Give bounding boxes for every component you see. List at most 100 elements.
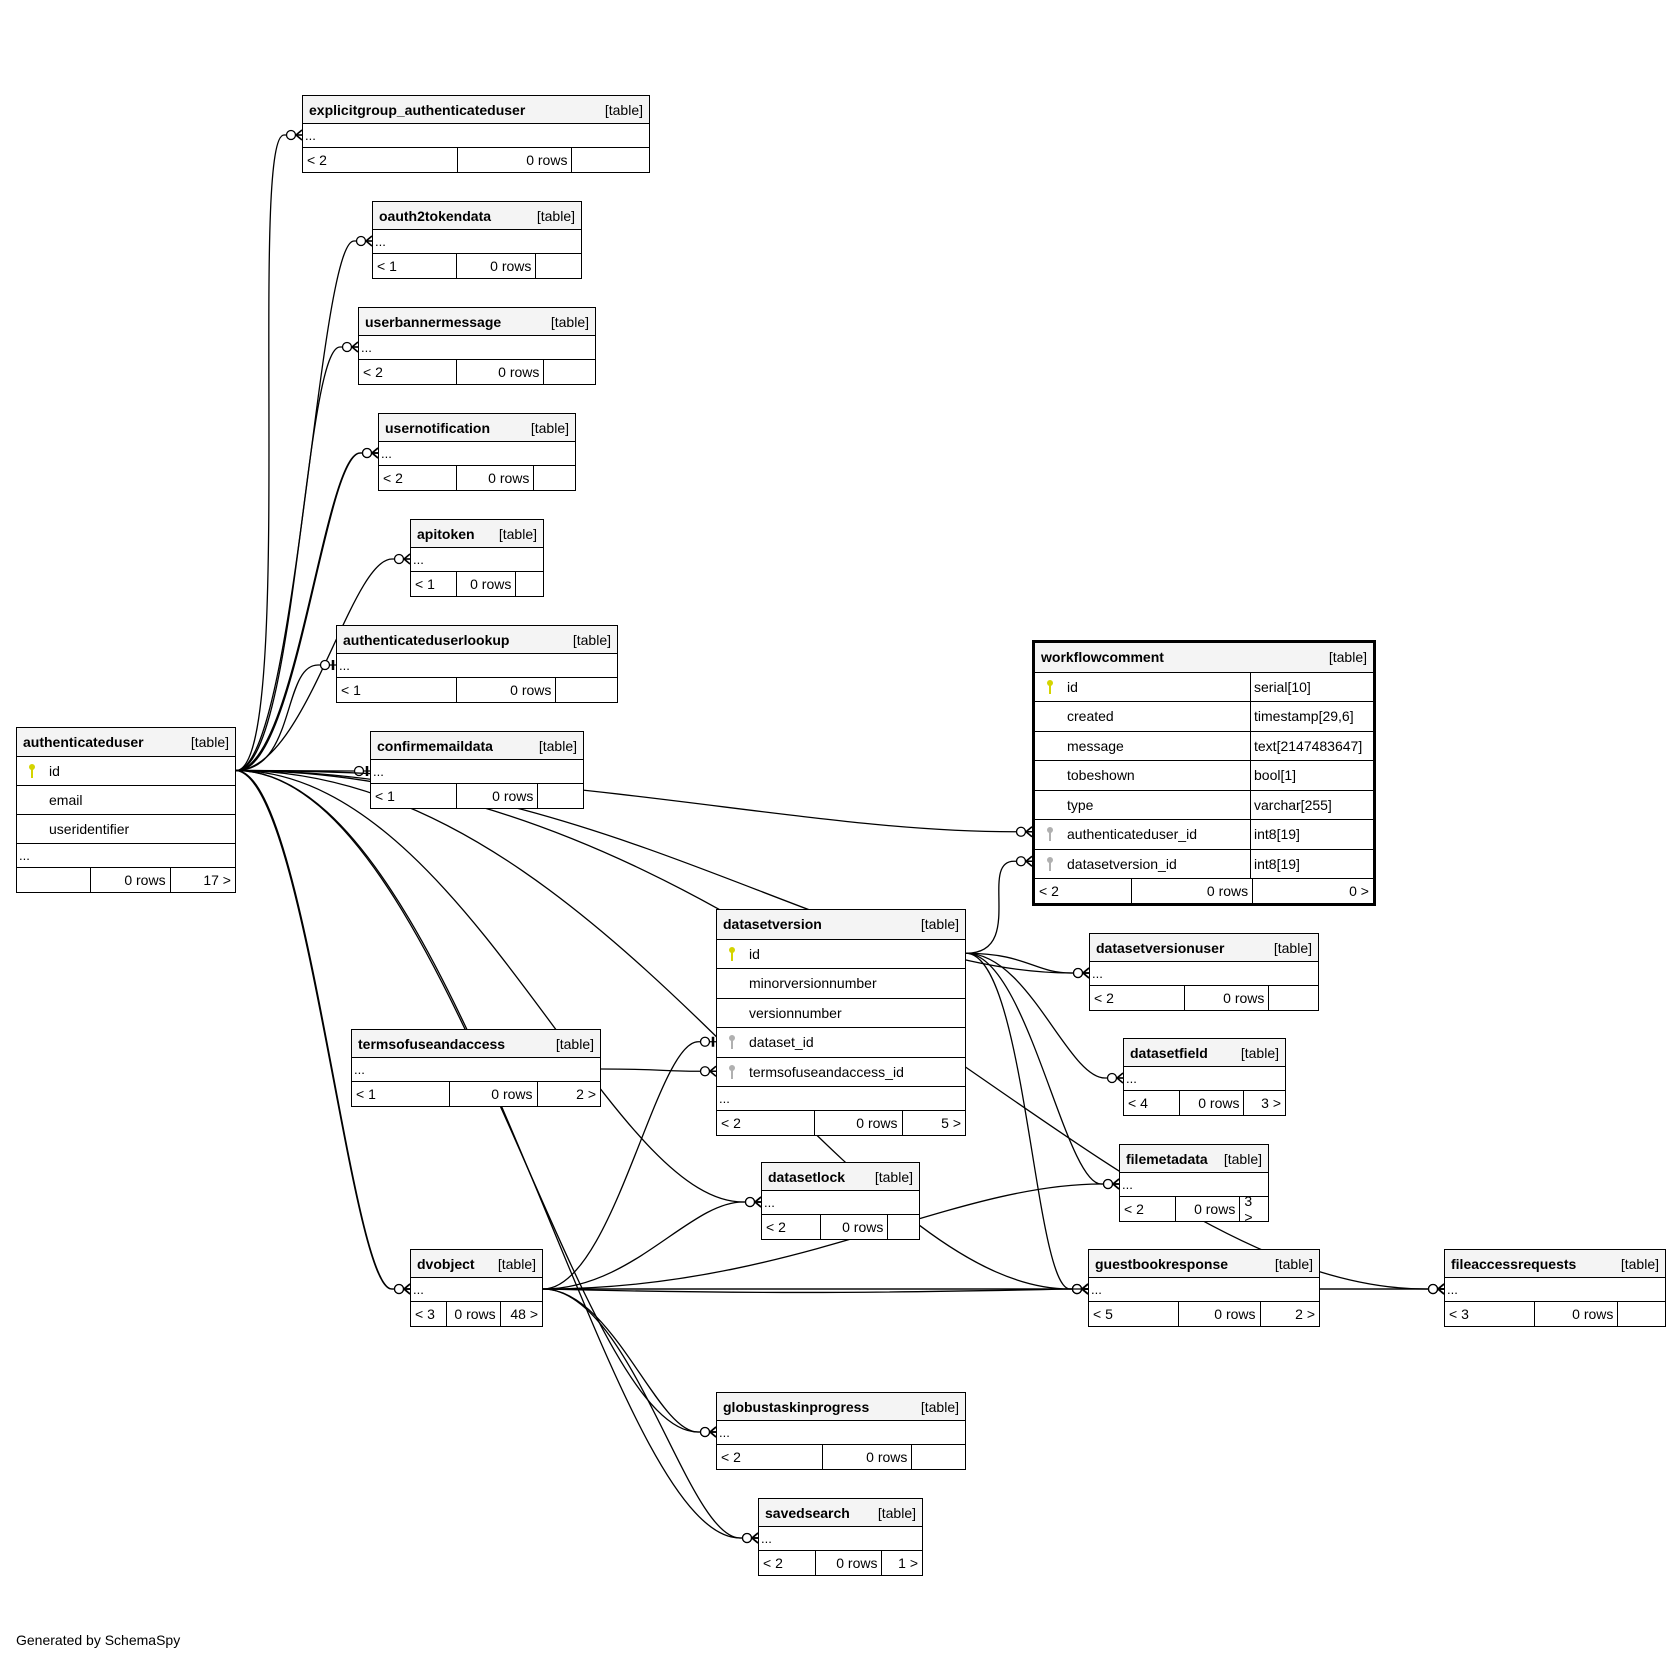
children-count[interactable]: 2 > (536, 1082, 601, 1106)
more-columns-row[interactable]: ... (411, 1278, 542, 1302)
table-name[interactable]: globustaskinprogress (723, 1398, 870, 1415)
children-count[interactable] (537, 784, 583, 808)
more-columns-row[interactable]: ... (352, 1058, 600, 1082)
table-name[interactable]: guestbookresponse (1095, 1255, 1229, 1272)
parents-count[interactable]: < 2 (721, 1115, 741, 1131)
column-row[interactable]: email (17, 786, 235, 815)
more-columns-row[interactable]: ... (379, 442, 575, 466)
table-explicitgroup_authenticateduser[interactable]: explicitgroup_authenticateduser[table]..… (302, 95, 650, 173)
table-name[interactable]: authenticateduser (23, 734, 144, 750)
parents-count[interactable]: < 5 (1093, 1306, 1113, 1322)
table-name[interactable]: fileaccessrequests (1451, 1255, 1577, 1272)
parents-count[interactable]: < 2 (1039, 883, 1059, 899)
more-columns-row[interactable]: ... (373, 230, 581, 254)
table-name[interactable]: confirmemaildata (377, 737, 493, 754)
table-name[interactable]: datasetlock (768, 1168, 846, 1185)
more-columns-row[interactable]: ... (17, 844, 235, 868)
children-count[interactable]: 3 > (1239, 1193, 1268, 1225)
parents-count[interactable]: < 1 (377, 258, 397, 274)
table-name[interactable]: explicitgroup_authenticateduser (309, 101, 526, 118)
more-columns-row[interactable]: ... (371, 760, 583, 784)
more-columns-row[interactable]: ... (1090, 962, 1318, 986)
table-name[interactable]: userbannermessage (365, 313, 502, 330)
table-name[interactable]: dvobject (417, 1255, 475, 1272)
children-count[interactable] (1268, 986, 1318, 1010)
more-columns-row[interactable]: ... (303, 124, 649, 148)
children-count[interactable] (571, 148, 649, 172)
column-row[interactable]: id (17, 757, 235, 786)
more-columns-row[interactable]: ... (762, 1191, 919, 1215)
children-count[interactable]: 0 > (1252, 879, 1373, 903)
column-row[interactable]: useridentifier (17, 815, 235, 844)
more-columns-row[interactable]: ... (1089, 1278, 1319, 1302)
column-row[interactable]: minorversionnumber (717, 969, 965, 999)
children-count[interactable] (555, 678, 617, 702)
parents-count[interactable]: < 3 (415, 1306, 435, 1322)
more-columns-row[interactable]: ... (1124, 1067, 1285, 1091)
more-columns-row[interactable]: ... (1445, 1278, 1665, 1302)
more-columns-row[interactable]: ... (359, 336, 595, 360)
parents-count[interactable]: < 2 (383, 470, 403, 486)
children-count[interactable] (1617, 1302, 1665, 1326)
table-name[interactable]: termsofuseandaccess (358, 1035, 506, 1052)
children-count[interactable]: 48 > (499, 1302, 542, 1326)
more-columns-row[interactable]: ... (759, 1527, 922, 1551)
parents-count[interactable]: < 2 (1124, 1201, 1144, 1217)
table-name[interactable]: apitoken (417, 525, 475, 542)
table-name[interactable]: usernotification (385, 419, 491, 436)
table-name[interactable]: datasetversion (723, 916, 822, 933)
children-count[interactable] (887, 1215, 919, 1239)
parents-count[interactable]: < 2 (363, 364, 383, 380)
more-columns-row[interactable]: ... (337, 654, 617, 678)
more-columns-row[interactable]: ... (1120, 1173, 1268, 1197)
parents-count[interactable]: < 2 (766, 1219, 786, 1235)
children-count[interactable] (543, 360, 595, 384)
more-columns-row[interactable]: ... (717, 1421, 965, 1445)
parents-count[interactable]: < 2 (307, 152, 327, 168)
children-count[interactable] (911, 1445, 965, 1469)
column-row[interactable]: id (717, 940, 965, 969)
parents-count[interactable]: < 1 (356, 1086, 376, 1102)
more-columns-row[interactable]: ... (717, 1087, 965, 1111)
parents-count[interactable]: < 1 (375, 788, 395, 804)
children-count[interactable] (515, 572, 543, 596)
parents-count[interactable]: < 4 (1128, 1095, 1148, 1111)
table-name[interactable]: filemetadata (1126, 1150, 1208, 1167)
column-row[interactable]: dataset_id (717, 1028, 965, 1058)
table-name[interactable]: authenticateduserlookup (343, 631, 510, 648)
children-count[interactable]: 2 > (1259, 1302, 1320, 1326)
parents-count[interactable]: < 3 (1449, 1306, 1469, 1322)
parents-count[interactable]: < 2 (1094, 990, 1114, 1006)
children-count[interactable]: 5 > (901, 1111, 966, 1135)
children-count[interactable]: 17 > (169, 868, 235, 892)
parents-count[interactable]: < 2 (763, 1555, 783, 1571)
table-name[interactable]: savedsearch (765, 1504, 850, 1521)
children-count[interactable]: 3 > (1243, 1091, 1285, 1115)
table-name[interactable]: datasetversionuser (1096, 939, 1225, 956)
table-name[interactable]: workflowcomment (1041, 649, 1164, 666)
table-name[interactable]: oauth2tokendata (379, 207, 492, 224)
parents-count[interactable] (17, 868, 90, 892)
more-columns-row[interactable]: ... (411, 548, 543, 572)
